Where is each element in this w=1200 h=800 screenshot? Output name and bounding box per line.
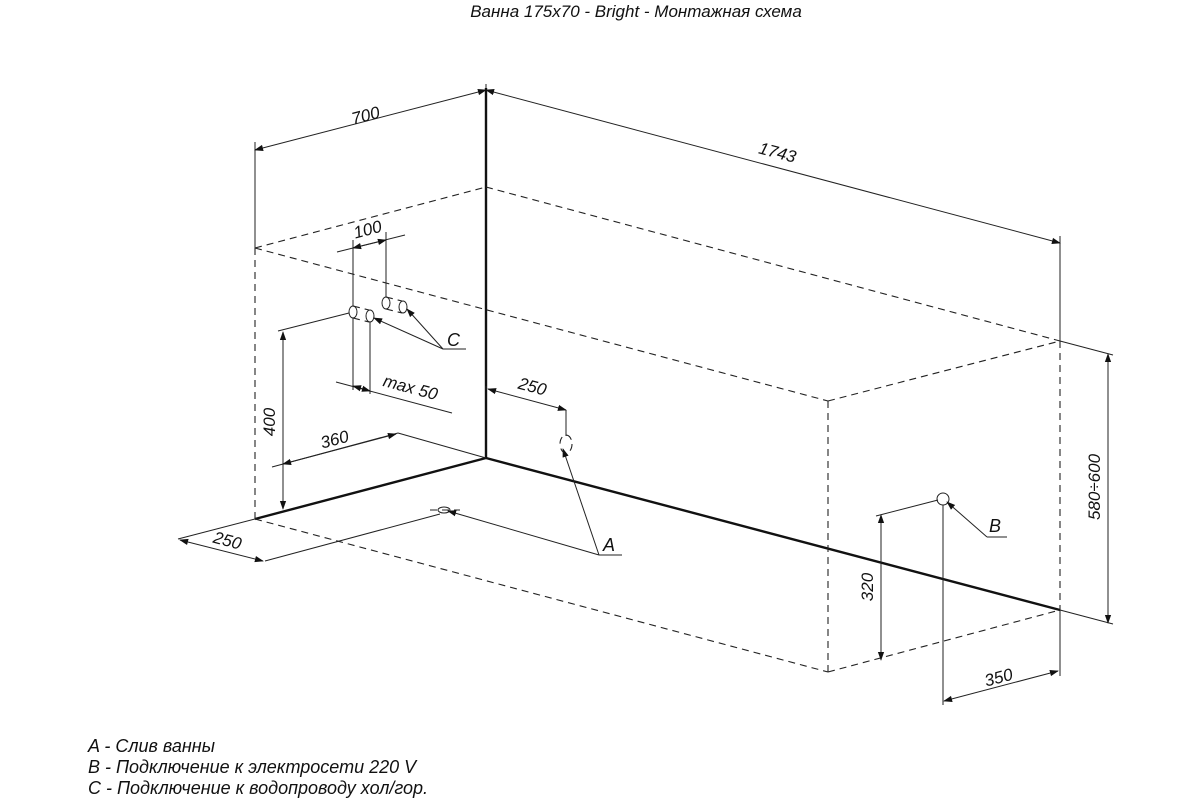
dimension-580-600: 580÷600	[1059, 340, 1114, 625]
diagram-title: Ванна 175x70 - Bright - Монтажная схема	[470, 2, 802, 21]
dimension-1743-label: 1743	[757, 139, 799, 167]
dimension-580-600-label: 580÷600	[1085, 453, 1104, 520]
dimension-400: 400	[260, 312, 350, 510]
dimension-max-50-label: max 50	[381, 371, 440, 404]
dimension-360-label: 360	[318, 427, 351, 453]
floor-edge-side	[485, 456, 1061, 612]
dimension-250-left: 250	[177, 513, 441, 563]
bathtub-outline	[254, 186, 1061, 673]
electrical-connection-circle	[936, 492, 950, 506]
dimension-400-label: 400	[260, 407, 279, 436]
water-supply-pipes	[348, 296, 408, 323]
dimension-250-drain: 250	[485, 374, 567, 436]
dimension-350-label: 350	[982, 665, 1015, 691]
marker-b-label: B	[989, 516, 1001, 536]
dimension-1743: 1743	[485, 89, 1061, 341]
drain-outlet-circle	[559, 434, 573, 454]
floor-edge-back	[254, 456, 487, 521]
electrical-connection	[936, 492, 950, 705]
pipe-right-mouth	[398, 300, 408, 314]
dimension-max-50: max 50	[335, 318, 453, 414]
legend: A - Слив ванны B - Подключение к электро…	[87, 736, 428, 798]
dimension-360: 360	[271, 427, 487, 468]
marker-b: B	[946, 501, 1007, 538]
dimension-100: 100	[336, 217, 406, 306]
pipe-left-mouth	[365, 309, 375, 323]
dimension-320-label: 320	[858, 572, 877, 601]
drain-floor-mark	[437, 506, 451, 514]
dimension-250-left-label: 250	[210, 528, 244, 554]
legend-item-c: C - Подключение к водопроводу хол/гор.	[88, 778, 428, 798]
marker-c: C	[373, 308, 466, 350]
drain-floor	[430, 506, 460, 514]
dimension-100-label: 100	[351, 217, 384, 243]
pipe-left-end	[348, 305, 358, 319]
dimension-700-label: 700	[349, 103, 382, 129]
marker-a: A	[447, 448, 622, 556]
drain-outlet	[559, 434, 573, 454]
legend-item-a: A - Слив ванны	[87, 736, 215, 756]
marker-c-label: C	[447, 330, 461, 350]
legend-item-b: B - Подключение к электросети 220 V	[88, 757, 418, 777]
dimension-250-drain-label: 250	[515, 374, 549, 400]
pipe-right-end	[381, 296, 391, 310]
marker-a-label: A	[602, 535, 615, 555]
dimension-320: 320	[858, 499, 939, 661]
dimension-350: 350	[943, 610, 1061, 702]
